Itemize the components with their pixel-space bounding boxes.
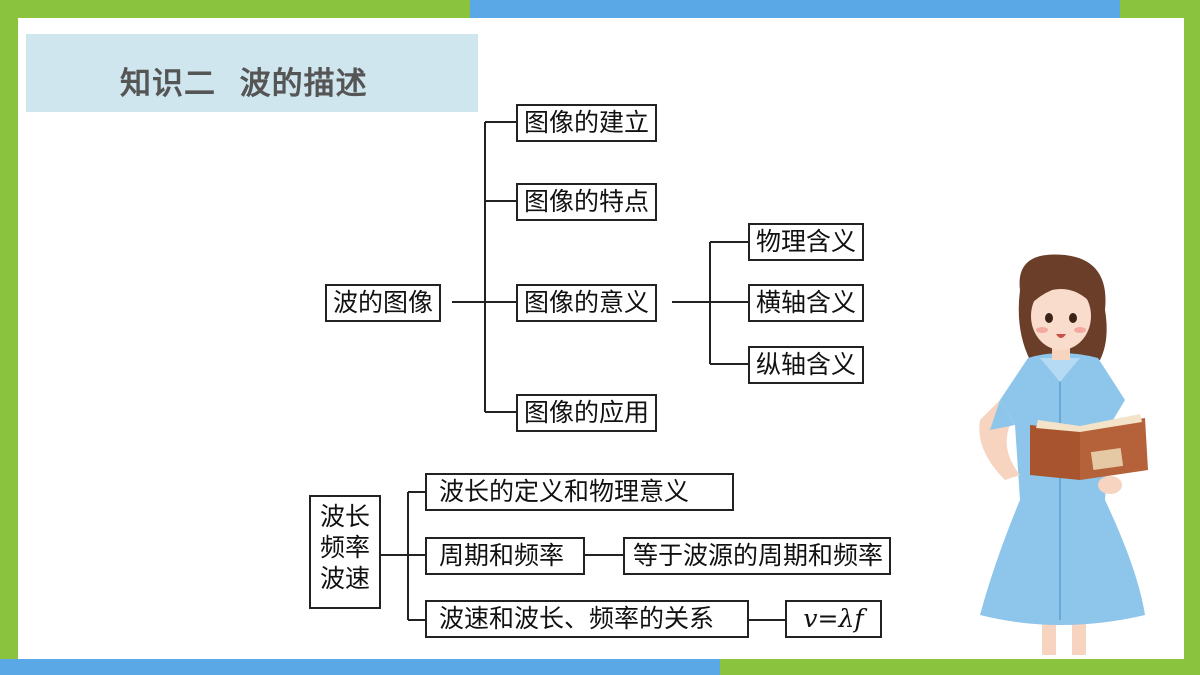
root-line-wavelength: 波长 — [319, 502, 370, 531]
node-period-frequency: 周期和频率 — [425, 537, 585, 575]
node-speed-relation: 波速和波长、频率的关系 — [425, 600, 749, 638]
node-period-result: 等于波源的周期和频率 — [623, 537, 892, 575]
root-line-speed: 波速 — [319, 564, 370, 593]
title-banner — [26, 34, 478, 112]
girl-reading-book-illustration — [979, 254, 1148, 655]
node-wavelength-definition: 波长的定义和物理意义 — [425, 473, 734, 511]
node-x-axis-meaning: 横轴含义 — [748, 284, 865, 322]
root-line-frequency: 频率 — [319, 533, 370, 562]
formula-box: v=λf — [785, 600, 882, 638]
frame-top-green-right — [1120, 0, 1200, 18]
slide-title: 知识二 波的描述 — [120, 66, 368, 102]
node-graph-establish: 图像的建立 — [516, 104, 658, 142]
node-physical-meaning: 物理含义 — [748, 223, 865, 261]
frame-top-green — [0, 0, 470, 18]
frame-top-blue — [470, 0, 1120, 18]
frame-bottom-blue — [0, 659, 720, 675]
frame-left — [0, 0, 18, 675]
node-y-axis-meaning: 纵轴含义 — [748, 346, 865, 384]
node-wave-graph: 波的图像 — [325, 284, 442, 322]
node-graph-meaning: 图像的意义 — [516, 284, 658, 322]
node-wavelength-frequency-speed: 波长 频率 波速 — [309, 495, 381, 609]
node-graph-application: 图像的应用 — [516, 394, 658, 432]
frame-bottom-green — [720, 659, 1200, 675]
node-graph-features: 图像的特点 — [516, 183, 658, 221]
frame-right — [1184, 0, 1200, 675]
